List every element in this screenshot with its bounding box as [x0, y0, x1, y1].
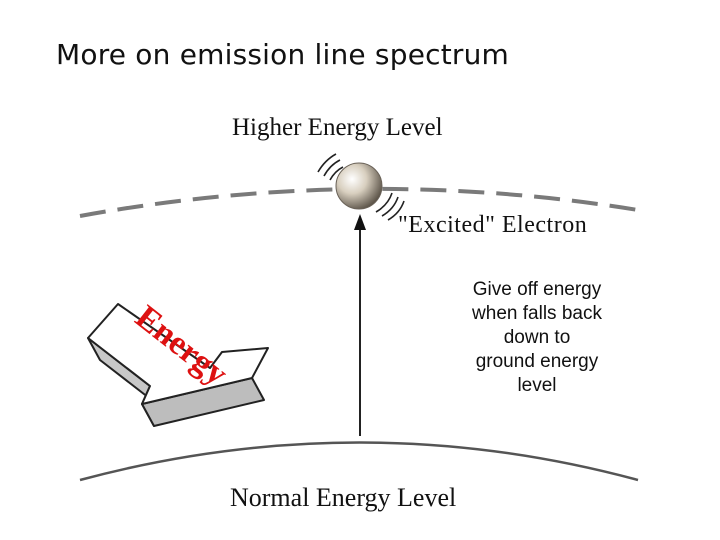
- note-line: when falls back: [472, 303, 602, 324]
- note-line: Give off energy: [472, 279, 602, 300]
- higher-energy-level-label: Higher Energy Level: [232, 114, 443, 141]
- note-line: down to: [503, 327, 571, 348]
- excited-electron: [335, 162, 383, 210]
- slide-title: More on emission line spectrum: [56, 38, 510, 71]
- motion-marks-bottom: [375, 192, 405, 221]
- energy-arrow: Energy: [87, 299, 269, 427]
- normal-energy-level-label: Normal Energy Level: [230, 483, 457, 512]
- emission-note: Give off energy when falls back down to …: [448, 278, 626, 398]
- transition-arrow-head: [354, 214, 366, 230]
- normal-energy-level-line: [79, 441, 639, 482]
- excited-electron-label: "Excited" Electron: [398, 212, 588, 238]
- motion-marks-top: [317, 153, 344, 181]
- note-line: ground energy: [475, 351, 599, 372]
- note-line: level: [517, 375, 557, 396]
